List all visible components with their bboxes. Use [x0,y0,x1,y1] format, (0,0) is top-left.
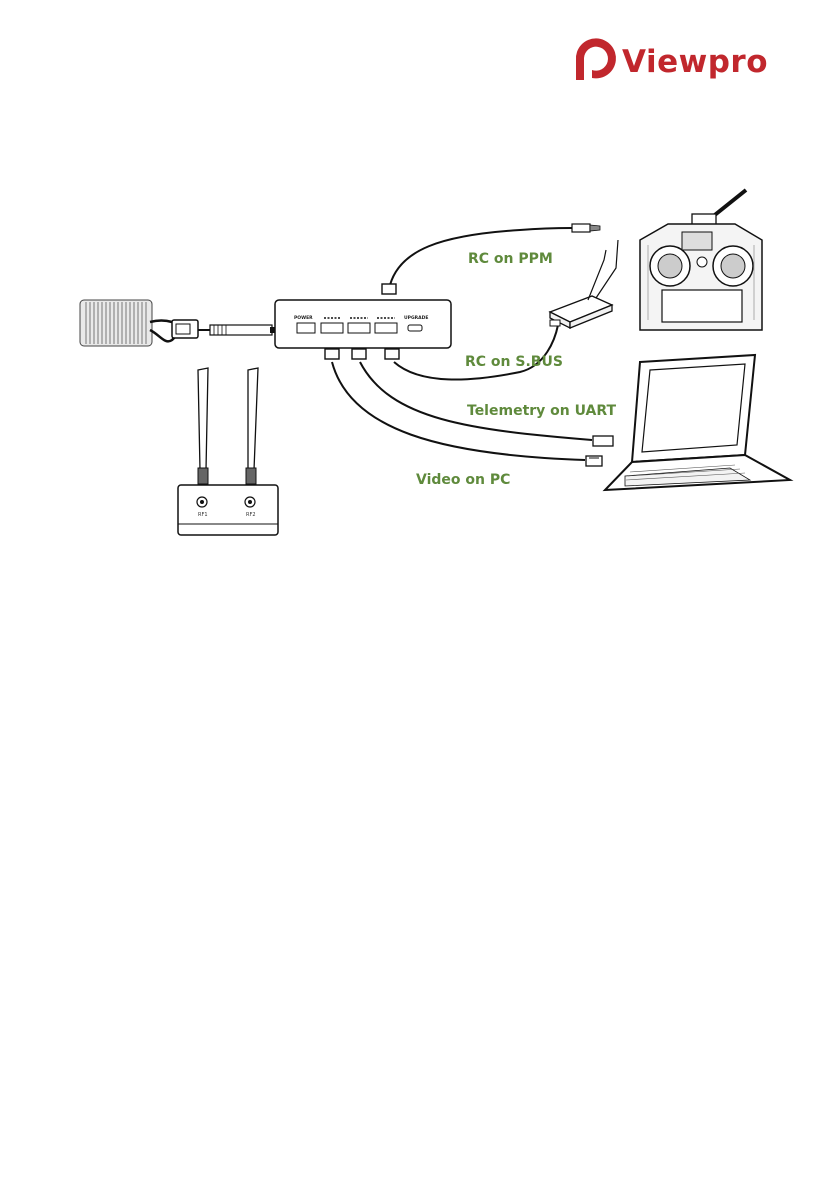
port-power: POWER [294,315,315,333]
receiver-port-rf2: RF2 [246,512,256,518]
label-telemetry-on-uart: Telemetry on UART [467,403,617,419]
sbus-receiver-module [550,240,618,328]
receiver-port-rf1: RF1 [198,512,208,518]
ground-unit-box: POWER UPGRADE [275,284,451,359]
battery [80,300,276,346]
label-rc-on-sbus: RC on S.BUS [465,354,563,370]
label-video-on-pc: Video on PC [416,472,510,488]
ppm-plug [572,224,600,232]
rc-transmitter [640,190,762,330]
port-label-power: POWER [294,315,313,321]
port-label-upgrade: UPGRADE [404,315,428,321]
laptop [586,355,790,490]
label-rc-on-ppm: RC on PPM [468,251,553,267]
ground-receiver: RF1 RF2 [178,368,278,535]
